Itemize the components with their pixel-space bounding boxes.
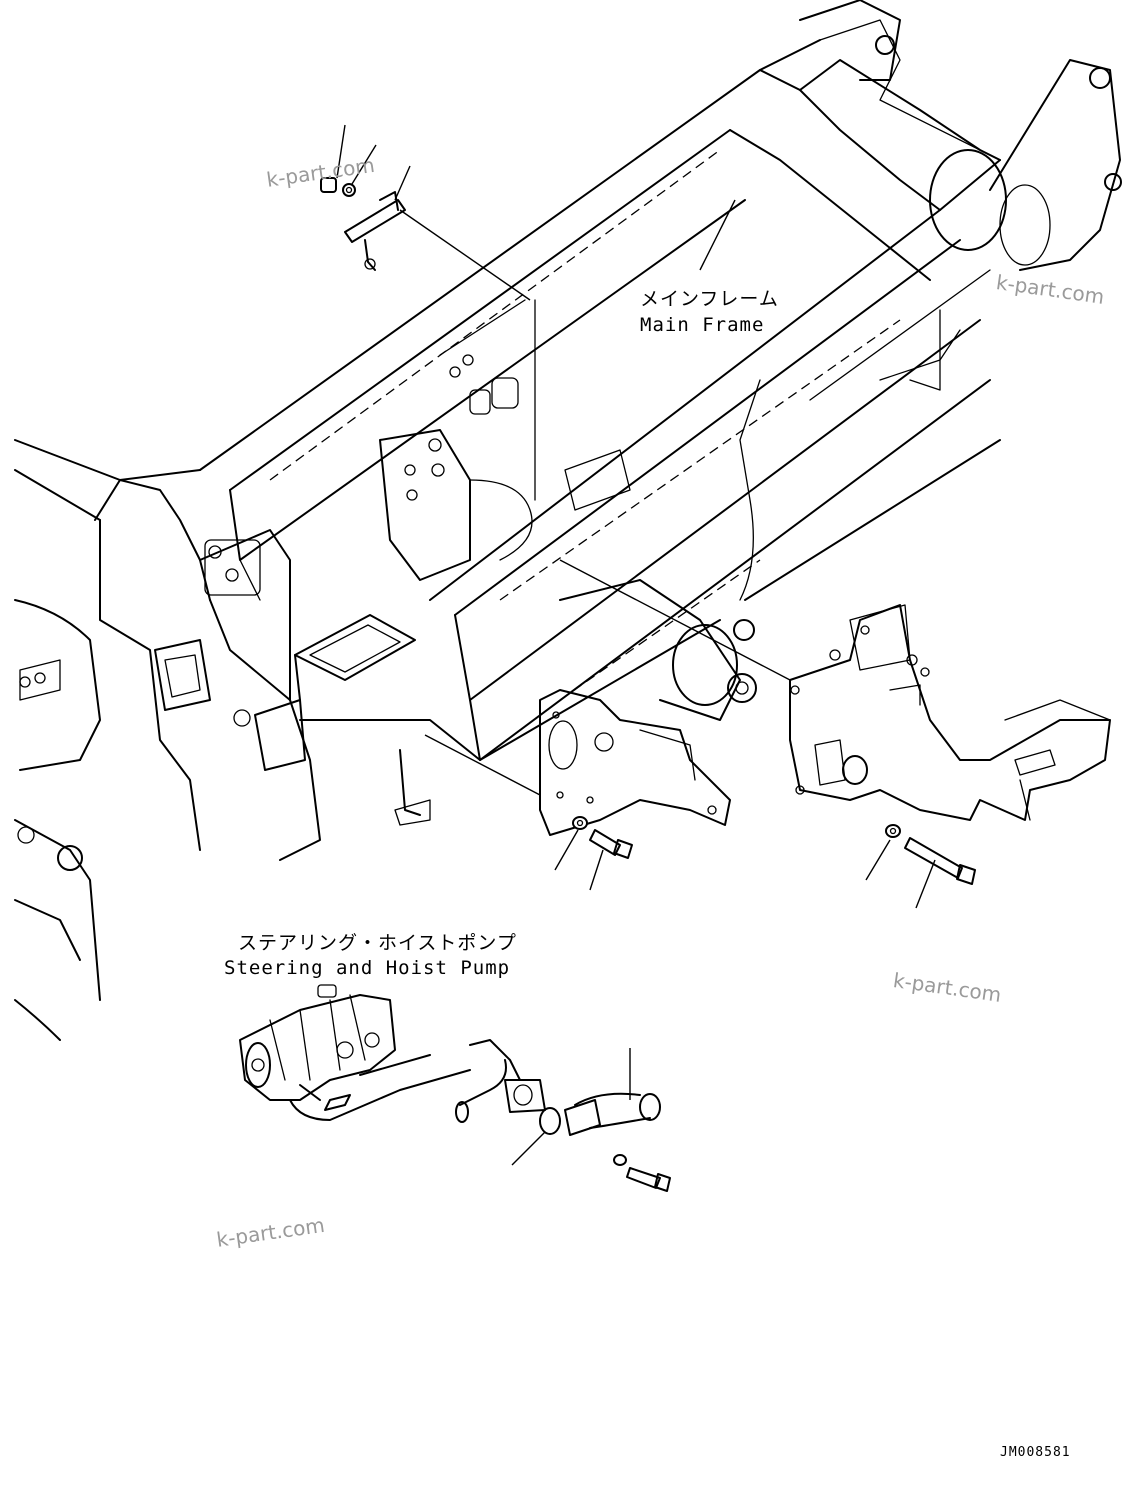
- main-frame-label-jp: メインフレーム: [640, 288, 779, 310]
- front-bracket-right: [789, 604, 1111, 821]
- pump-label-en: Steering and Hoist Pump: [224, 957, 511, 979]
- pump-label-jp: ステアリング・ホイストポンプ: [238, 932, 517, 954]
- drawing-code: JM008581: [1000, 1445, 1071, 1460]
- leader-lines: [336, 124, 936, 1166]
- steering-hoist-pump: [239, 984, 671, 1192]
- mount-bolts: [572, 816, 976, 885]
- main-frame-label-en: Main Frame: [640, 314, 765, 336]
- front-bracket-left: [539, 689, 731, 836]
- clip-assembly: [320, 177, 406, 271]
- main-frame: [14, 0, 1122, 1041]
